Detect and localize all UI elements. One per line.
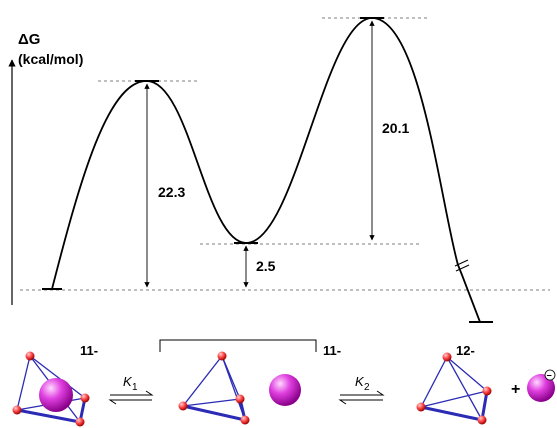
energy-profile-curve — [51, 17, 481, 323]
vertex-atom — [240, 415, 250, 425]
guest-sphere — [39, 378, 73, 412]
k1-subscript: 1 — [132, 382, 138, 393]
vertex-atom — [80, 393, 90, 403]
k2-subscript: 2 — [364, 382, 370, 393]
middle-species-bracket — [159, 339, 317, 352]
species-label-right: 12- — [456, 343, 475, 358]
vertex-atom — [178, 401, 188, 411]
vertex-atom — [25, 351, 35, 361]
axis-break-mark — [454, 259, 469, 267]
k1-symbol: K — [123, 374, 133, 389]
equilibrium-k1: K 1 — [108, 374, 154, 405]
vertex-atom — [442, 352, 452, 362]
equilibrium-k2: K 2 — [338, 374, 385, 405]
free-guest-anion: − — [527, 369, 556, 402]
plus-sign: + — [511, 381, 520, 398]
vertex-atom — [477, 415, 487, 425]
guest-sphere — [269, 374, 301, 406]
encapsulated-complex-left — [12, 351, 90, 427]
vertex-atom — [482, 386, 492, 396]
axis-break-mark — [455, 264, 470, 272]
empty-cage-right — [416, 352, 492, 425]
k2-symbol: K — [355, 374, 365, 389]
vertex-atom — [416, 402, 426, 412]
charge-circle — [544, 369, 556, 381]
vertex-atom — [75, 417, 85, 427]
axis-title-units: (kcal/mol) — [18, 51, 83, 67]
vertex-atom — [235, 394, 245, 404]
barrier-1-value: 22.3 — [158, 184, 185, 200]
axis-title-delta-g: ΔG — [18, 31, 40, 48]
exterior-complex-middle — [178, 351, 301, 425]
species-label-left: 11- — [80, 343, 98, 358]
vertex-atom — [12, 405, 22, 415]
charge-symbol: − — [547, 371, 552, 381]
intermediate-value: 2.5 — [256, 258, 276, 274]
guest-sphere — [527, 374, 555, 402]
vertex-atom — [217, 351, 227, 361]
barrier-2-value: 20.1 — [382, 120, 409, 136]
species-label-middle: 11- — [323, 343, 341, 358]
